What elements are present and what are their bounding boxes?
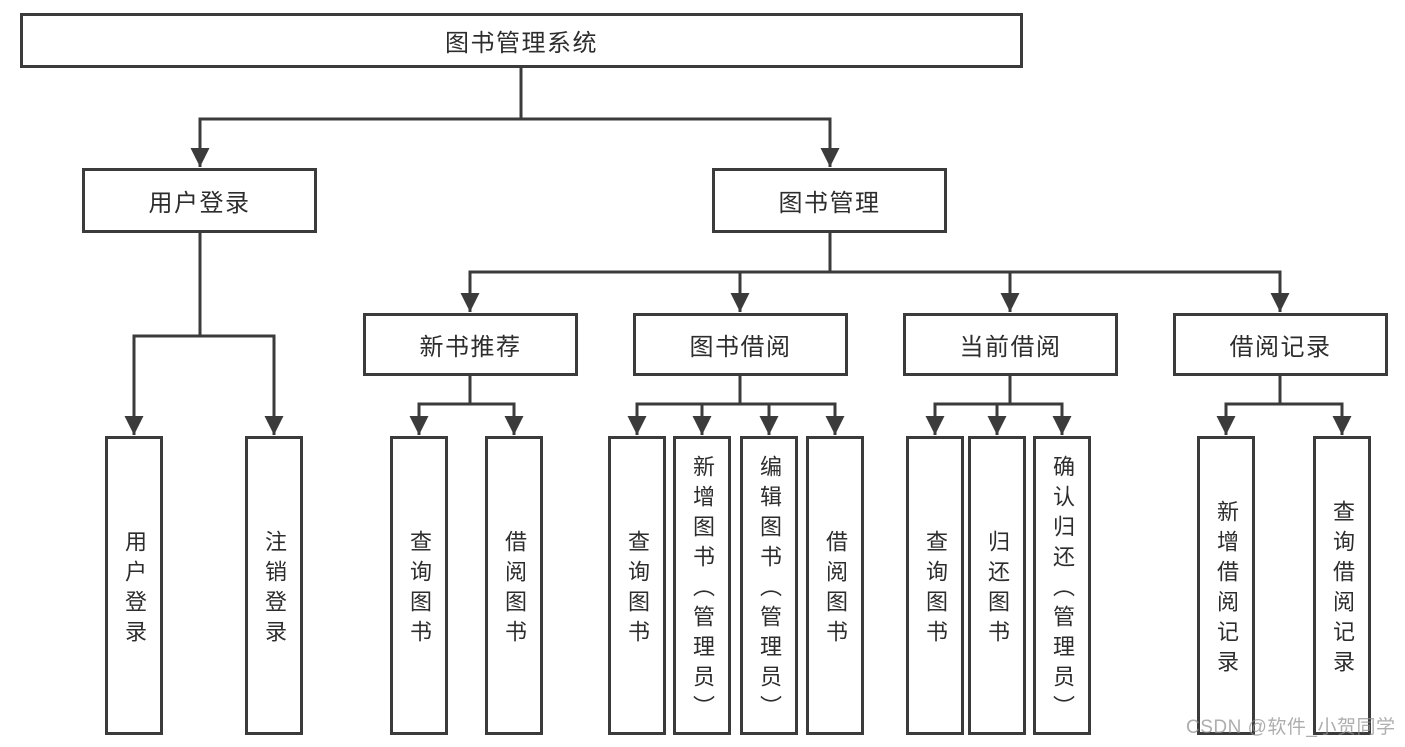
leaf-return-books-label: 归还图书 [985, 529, 1010, 650]
leaf-add-books-admin: 新增图书（管理员） [673, 436, 731, 735]
leaf-borrow-books-recommend-label: 借阅图书 [502, 529, 527, 650]
leaf-logout: 注销登录 [245, 436, 303, 735]
leaf-query-borrow-record: 查询借阅记录 [1313, 436, 1371, 735]
leaf-query-books-borrowing-label: 查询图书 [625, 529, 650, 650]
watermark: CSDN @软件_小贺同学 [1186, 717, 1396, 738]
leaf-edit-books-admin-label: 编辑图书（管理员） [757, 454, 782, 725]
leaf-query-borrow-record-label: 查询借阅记录 [1330, 499, 1355, 680]
leaf-confirm-return-admin: 确认归还（管理员） [1033, 436, 1091, 735]
leaf-query-books-current-label: 查询图书 [923, 529, 948, 650]
leaf-query-books-borrowing: 查询图书 [608, 436, 666, 735]
node-root-system: 图书管理系统 [20, 13, 1023, 68]
node-current-borrowing: 当前借阅 [903, 313, 1118, 376]
leaf-borrow-books-label: 借阅图书 [823, 529, 848, 650]
node-user-login: 用户登录 [82, 168, 317, 233]
leaf-user-login-label: 用户登录 [122, 529, 147, 650]
leaf-add-borrow-record-label: 新增借阅记录 [1214, 499, 1239, 680]
leaf-return-books: 归还图书 [968, 436, 1026, 735]
node-new-book-recommendation: 新书推荐 [363, 313, 578, 376]
leaf-query-books-recommend: 查询图书 [390, 436, 448, 735]
node-book-borrowing: 图书借阅 [633, 313, 848, 376]
leaf-logout-label: 注销登录 [262, 529, 287, 650]
leaf-borrow-books-recommend: 借阅图书 [485, 436, 543, 735]
leaf-edit-books-admin: 编辑图书（管理员） [740, 436, 798, 735]
leaf-query-books-current: 查询图书 [906, 436, 964, 735]
leaf-query-books-recommend-label: 查询图书 [407, 529, 432, 650]
node-borrowing-records: 借阅记录 [1173, 313, 1388, 376]
leaf-add-books-admin-label: 新增图书（管理员） [690, 454, 715, 725]
leaf-add-borrow-record: 新增借阅记录 [1197, 436, 1255, 735]
node-book-management: 图书管理 [712, 168, 947, 233]
leaf-user-login: 用户登录 [105, 436, 163, 735]
leaf-borrow-books: 借阅图书 [806, 436, 864, 735]
leaf-confirm-return-admin-label: 确认归还（管理员） [1050, 454, 1075, 725]
